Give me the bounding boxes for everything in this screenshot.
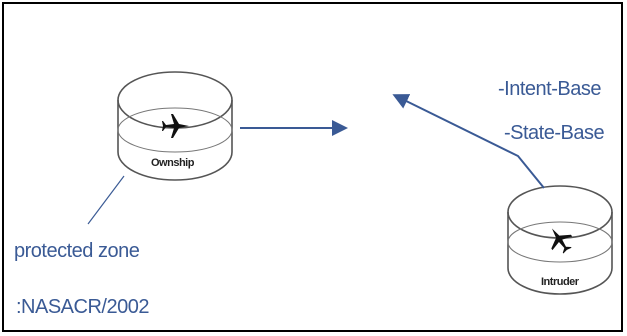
citation-label: :NASACR/2002 [16,296,149,318]
intent-base-label: -Intent-Base [498,78,601,100]
ownship-zone-body [117,100,233,181]
protected-zone-leader-line [87,175,125,225]
intruder-label: Intruder [541,276,579,288]
intruder-zone-midline [507,221,613,263]
protected-zone-label: protected zone [14,240,140,262]
state-base-label: -State-Base [504,122,605,144]
intruder-heading-arrow [392,94,545,189]
intruder-zone-body [507,212,613,295]
ownship-zone-midline [117,107,233,153]
intruder-zone-top [507,185,613,239]
ownship-label: Ownship [151,157,194,169]
intruder-airplane-icon [551,228,573,254]
diagram-frame [2,2,623,332]
ownship-airplane-icon [162,114,189,138]
